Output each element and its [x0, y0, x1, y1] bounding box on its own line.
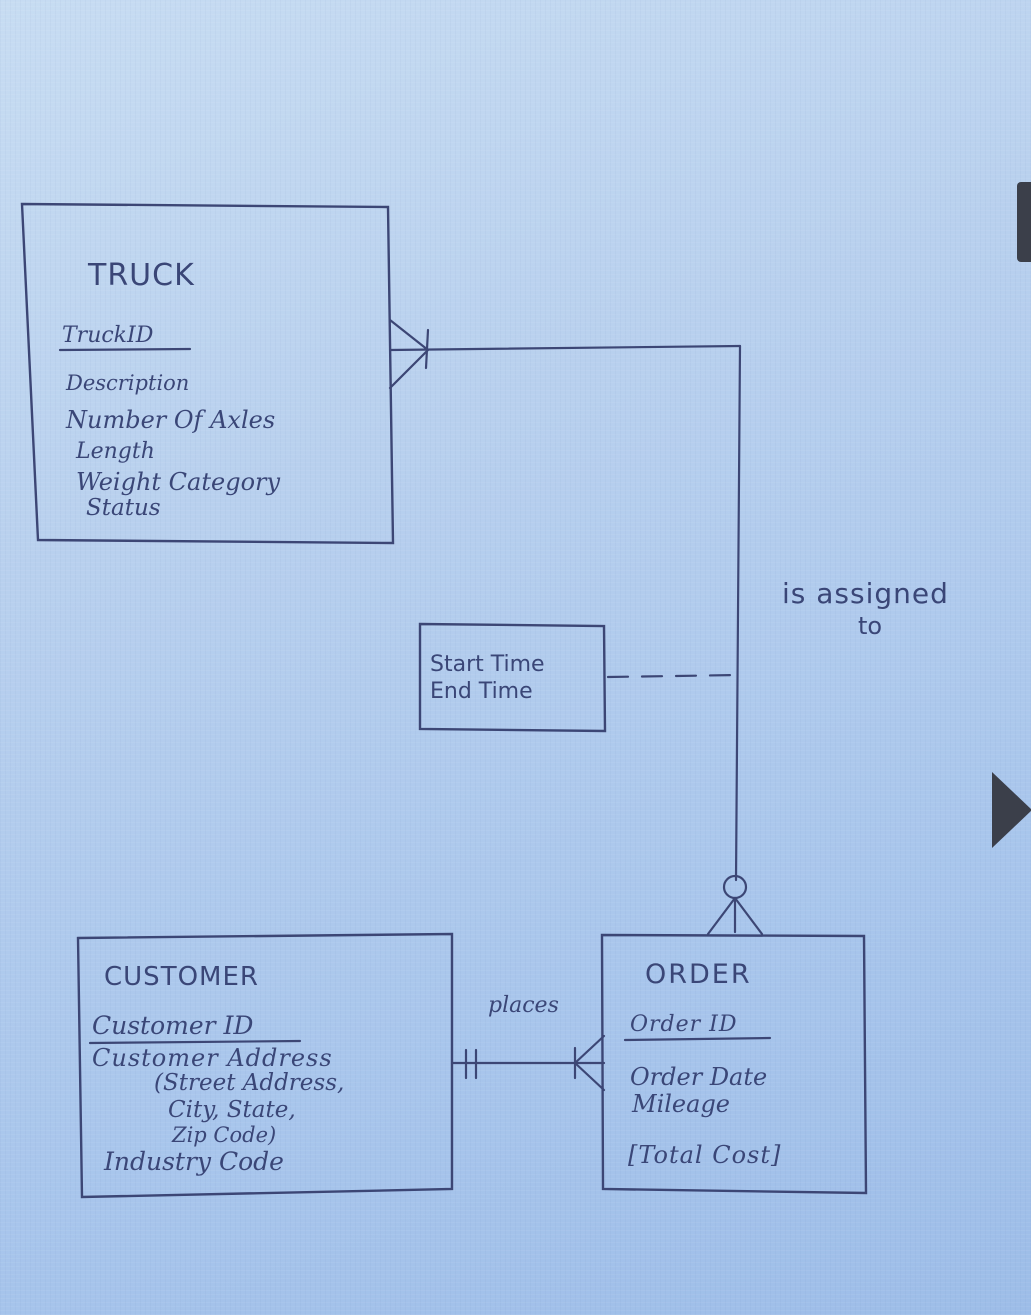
side-tab-handle[interactable]	[1017, 182, 1031, 262]
customer-attr-street: (Street Address,	[154, 1070, 344, 1096]
truck-attr-length: Length	[75, 439, 155, 464]
order-attr-date: Order Date	[630, 1063, 767, 1091]
truck-attr-weight: Weight Category	[76, 468, 280, 496]
customer-title: CUSTOMER	[104, 962, 259, 992]
customer-key-underline	[88, 1039, 302, 1045]
truck-title: TRUCK	[87, 258, 195, 293]
customer-box	[76, 932, 454, 1199]
truck-attr-description: Description	[65, 371, 189, 395]
order-attr-total-cost: [Total Cost]	[628, 1141, 781, 1169]
relationship-places[interactable]: places	[450, 993, 606, 1092]
assigned-line-horizontal	[388, 344, 742, 352]
truck-key-underline	[58, 347, 192, 352]
customer-attr-zip: Zip Code)	[171, 1123, 276, 1147]
order-box	[600, 933, 868, 1195]
attr-dashed-connector	[606, 673, 742, 679]
attr-box	[418, 622, 607, 733]
order-title: ORDER	[645, 959, 752, 990]
truck-crowsfoot	[388, 318, 430, 390]
relationship-attributes-box[interactable]: Start Time End Time	[418, 622, 742, 733]
order-key-underline	[623, 1036, 772, 1042]
customer-attr-industry: Industry Code	[103, 1147, 284, 1176]
entity-customer[interactable]: CUSTOMER Customer ID Customer Address (S…	[76, 932, 454, 1199]
truck-one-bar	[424, 328, 430, 370]
assigned-label-line1: is assigned	[782, 577, 949, 610]
attr-end-time: End Time	[430, 679, 533, 704]
truck-attr-status: Status	[86, 495, 161, 521]
customer-key: Customer ID	[92, 1011, 253, 1040]
assigned-label-line2: to	[858, 612, 882, 640]
attr-start-time: Start Time	[430, 652, 545, 677]
places-label: places	[488, 993, 559, 1018]
truck-key: TruckID	[62, 323, 154, 348]
order-attr-mileage: Mileage	[631, 1090, 730, 1118]
assigned-line-vertical	[734, 344, 742, 882]
next-arrow-icon[interactable]	[992, 772, 1031, 848]
order-key: Order ID	[630, 1012, 738, 1037]
relationship-assigned[interactable]: is assigned to	[388, 318, 949, 936]
truck-attr-axles: Number Of Axles	[65, 406, 275, 434]
entity-truck[interactable]: TRUCK TruckID Description Number Of Axle…	[20, 202, 395, 545]
truck-box	[20, 202, 395, 545]
entity-order[interactable]: ORDER Order ID Order Date Mileage [Total…	[600, 933, 868, 1195]
customer-attr-city: City, State,	[168, 1097, 296, 1123]
customer-attr-address: Customer Address	[92, 1044, 333, 1072]
